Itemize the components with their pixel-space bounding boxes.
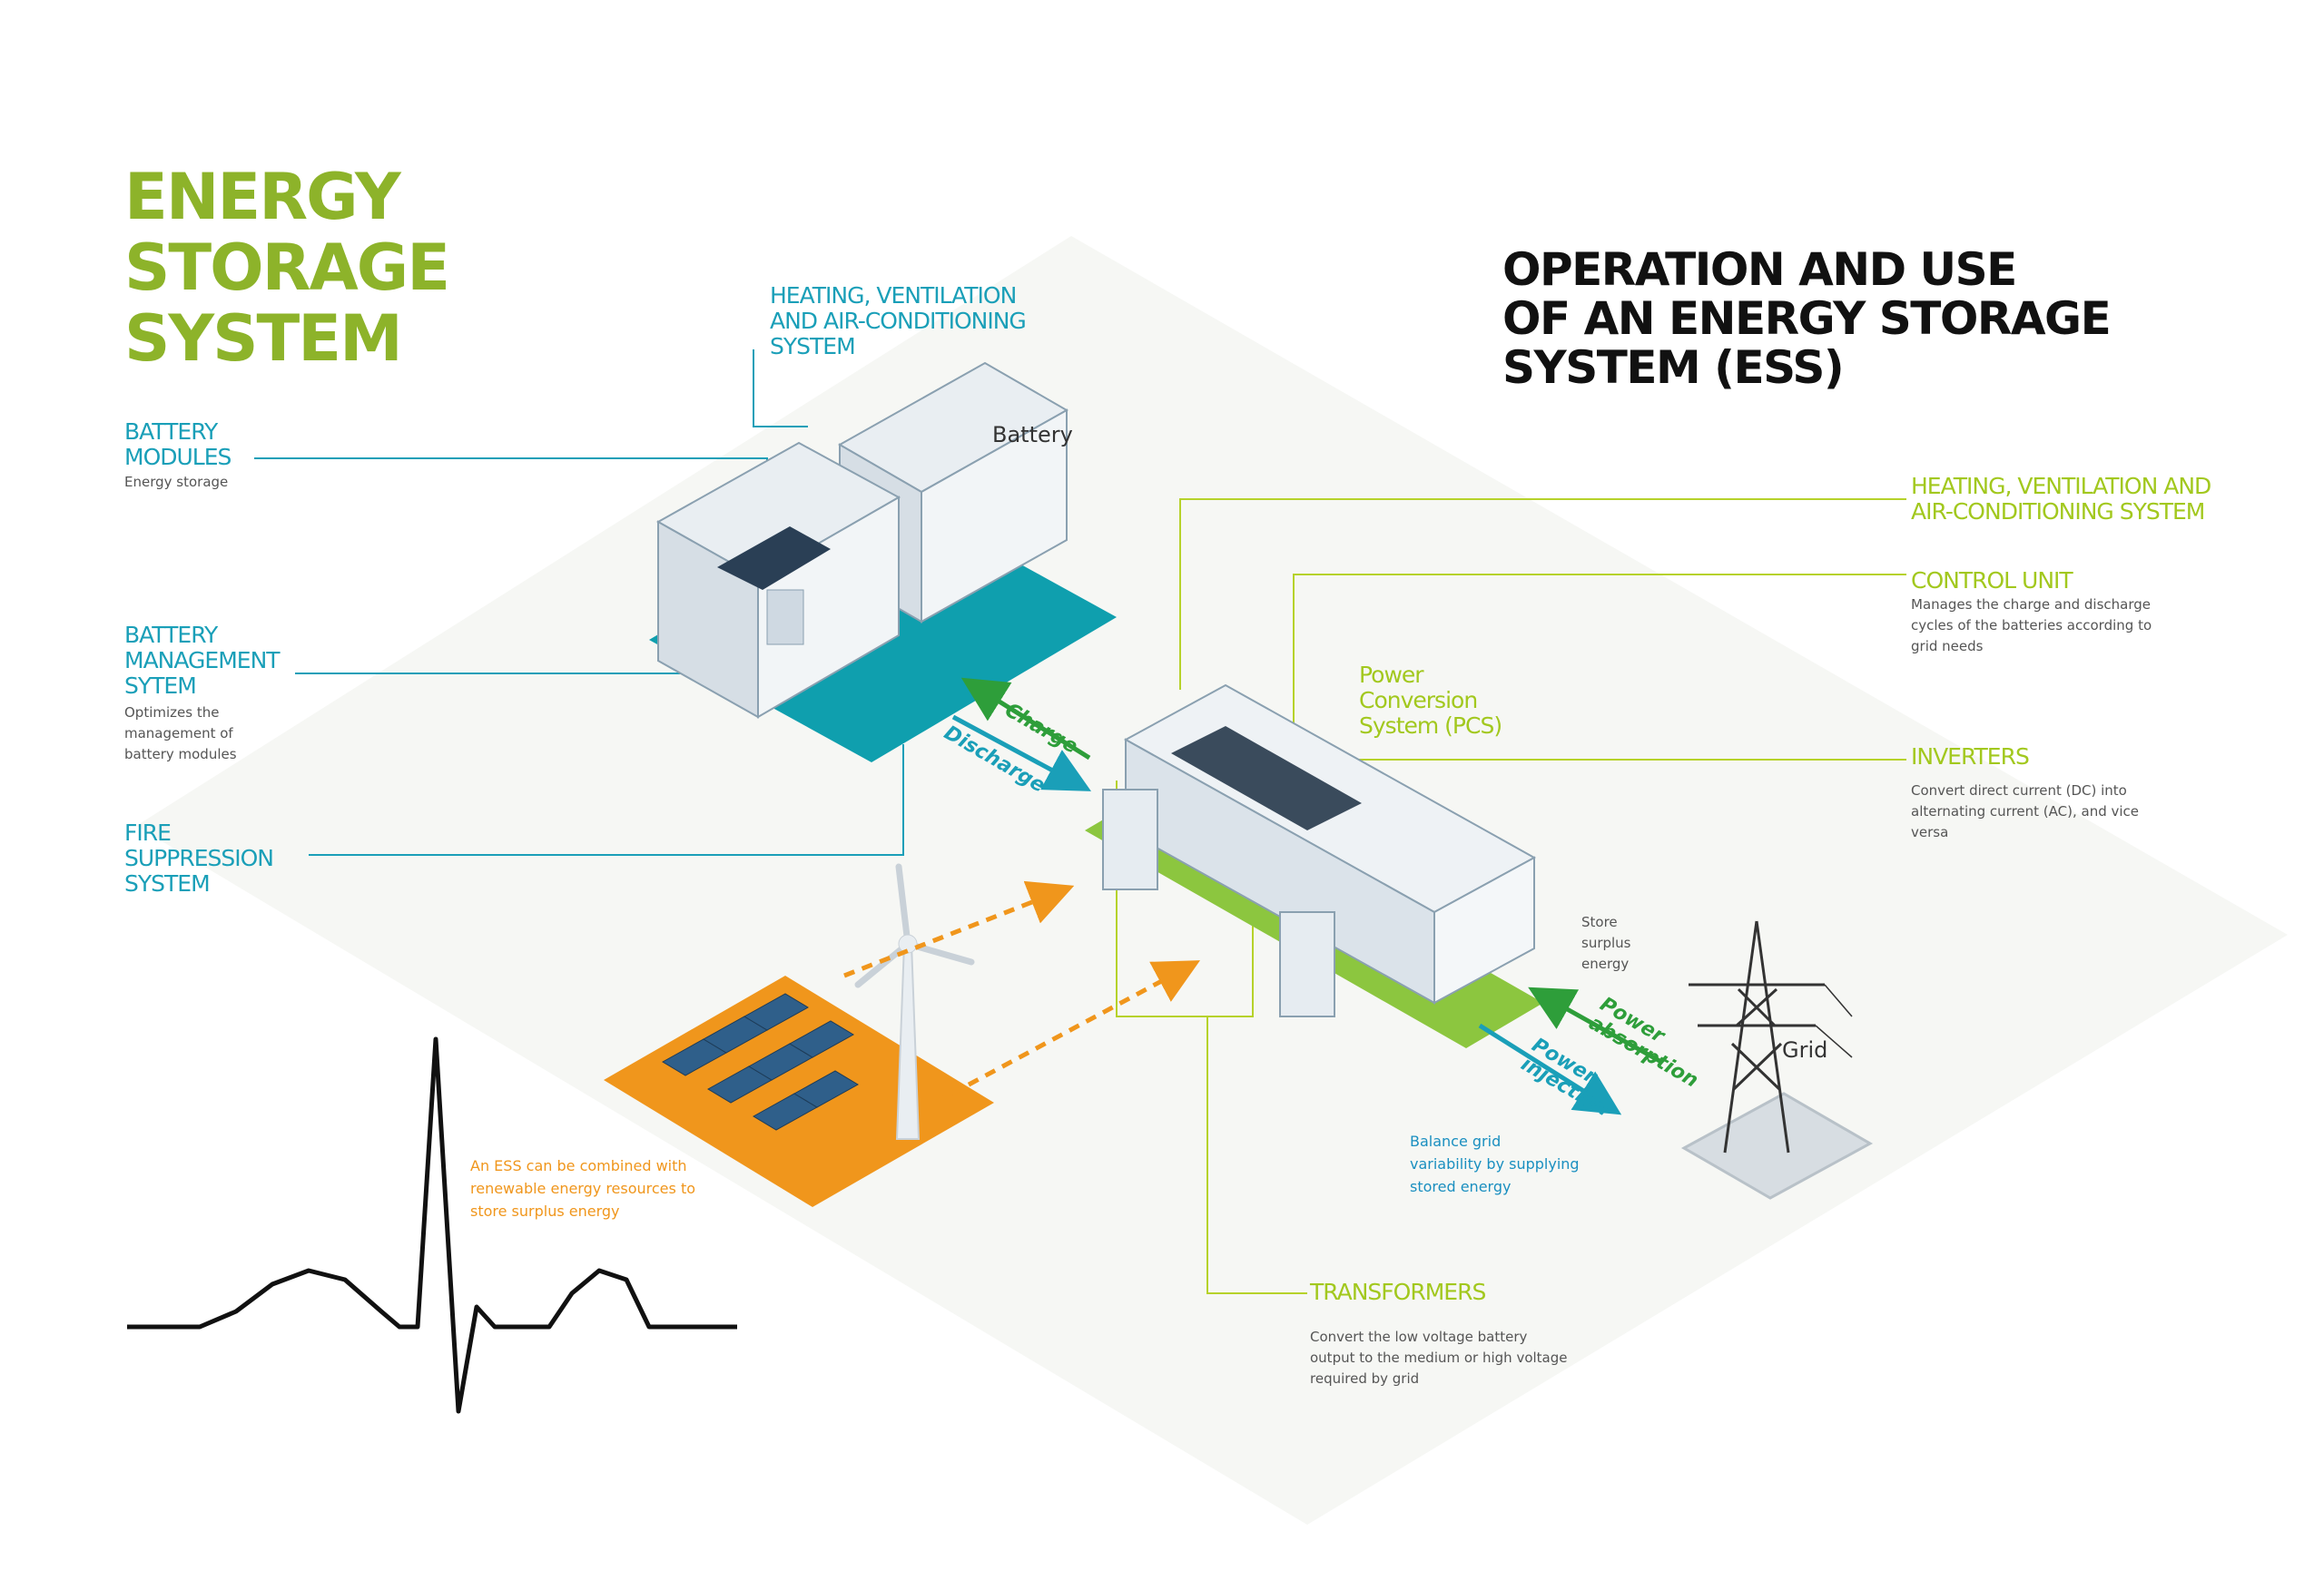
hvac-label-left: HEATING, VENTILATION AND AIR-CONDITIONIN… — [770, 282, 1027, 359]
power-absorption-arrow — [1528, 987, 1663, 1065]
inverters-desc: Convert direct current (DC) into alterna… — [1911, 782, 2140, 840]
main-title: ENERGY STORAGE SYSTEM — [124, 160, 450, 376]
pcs-label: Power Conversion System (PCS) — [1359, 662, 1502, 739]
charge-arrow — [960, 677, 1091, 761]
heartbeat-icon — [127, 1036, 737, 1414]
battery-modules-desc: Energy storage — [124, 474, 229, 490]
hvac-label-right: HEATING, VENTILATION AND AIR-CONDITIONIN… — [1911, 473, 2211, 525]
section-heading: OPERATION AND USE OF AN ENERGY STORAGE S… — [1502, 243, 2112, 394]
pcs-container-icon — [1102, 683, 1537, 1017]
grid-label: Grid — [1782, 1037, 1828, 1063]
bms-desc: Optimizes the management of battery modu… — [124, 704, 237, 762]
battery-container-icon — [655, 361, 1069, 719]
store-surplus-label: Store surplus energy — [1581, 914, 1631, 972]
battery-label: Battery — [992, 422, 1073, 447]
control-unit-desc: Manages the charge and discharge cycles … — [1911, 596, 2152, 654]
renewable-arrow-lower — [933, 960, 1201, 1105]
bms-label: BATTERY MANAGEMENT SYTEM — [124, 622, 281, 699]
transformers-label: TRANSFORMERS — [1310, 1279, 1486, 1305]
control-unit-label: CONTROL UNIT — [1911, 567, 2073, 594]
balance-grid-note: Balance grid variability by supplying st… — [1410, 1133, 1580, 1195]
transformers-desc: Convert the low voltage battery output t… — [1310, 1329, 1568, 1387]
power-tower-icon — [1680, 920, 1874, 1200]
power-injection-arrow — [1478, 1023, 1622, 1115]
renewables-note: An ESS can be combined with renewable en… — [470, 1157, 695, 1220]
inverters-label: INVERTERS — [1911, 743, 2030, 770]
fire-suppression-label: FIRE SUPPRESSION SYSTEM — [124, 820, 274, 897]
discharge-arrow — [951, 714, 1092, 791]
battery-modules-label: BATTERY MODULES — [124, 418, 231, 470]
solar-panel-icon — [662, 993, 859, 1131]
